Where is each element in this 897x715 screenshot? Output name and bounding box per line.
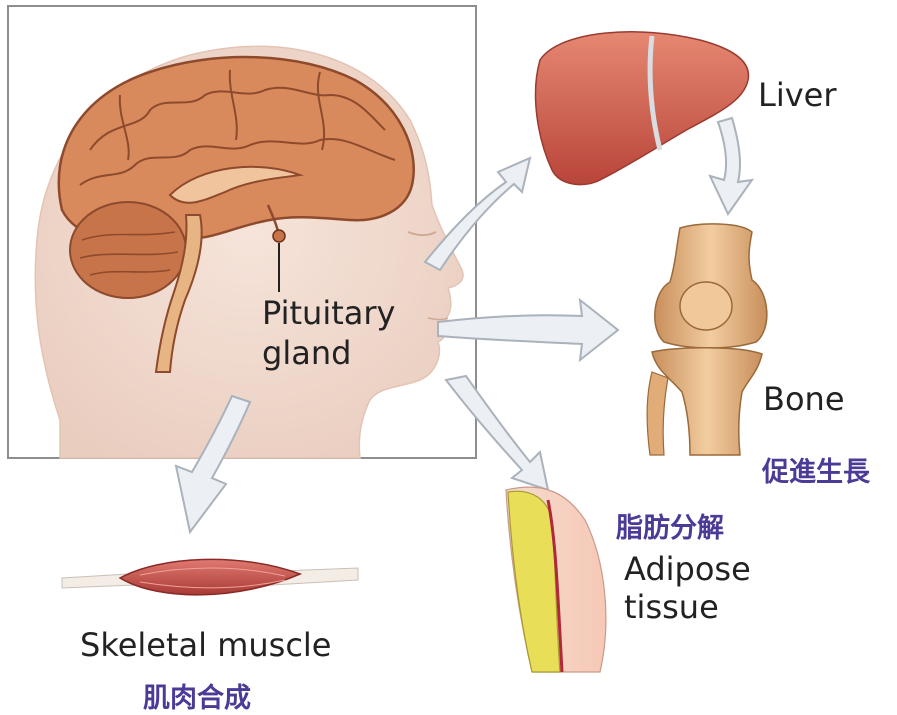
pituitary-label-line2: gland bbox=[262, 336, 351, 371]
adipose-illustration bbox=[506, 487, 606, 672]
bone-label: Bone bbox=[763, 382, 845, 417]
adipose-label-line2: tissue bbox=[624, 590, 719, 625]
adipose-label-line1: Adipose bbox=[624, 552, 751, 587]
liver-illustration bbox=[536, 32, 749, 185]
bone-illustration bbox=[647, 224, 767, 455]
pituitary-label-line1: Pituitary bbox=[262, 296, 395, 331]
arrow-liver-to-bone bbox=[710, 118, 752, 214]
liver-label: Liver bbox=[758, 78, 837, 113]
muscle-annotation: 肌肉合成 bbox=[143, 676, 251, 715]
muscle-illustration bbox=[62, 559, 358, 594]
adipose-annotation: 脂肪分解 bbox=[616, 506, 724, 545]
bone-annotation: 促進生長 bbox=[762, 450, 870, 489]
muscle-label: Skeletal muscle bbox=[80, 628, 331, 663]
